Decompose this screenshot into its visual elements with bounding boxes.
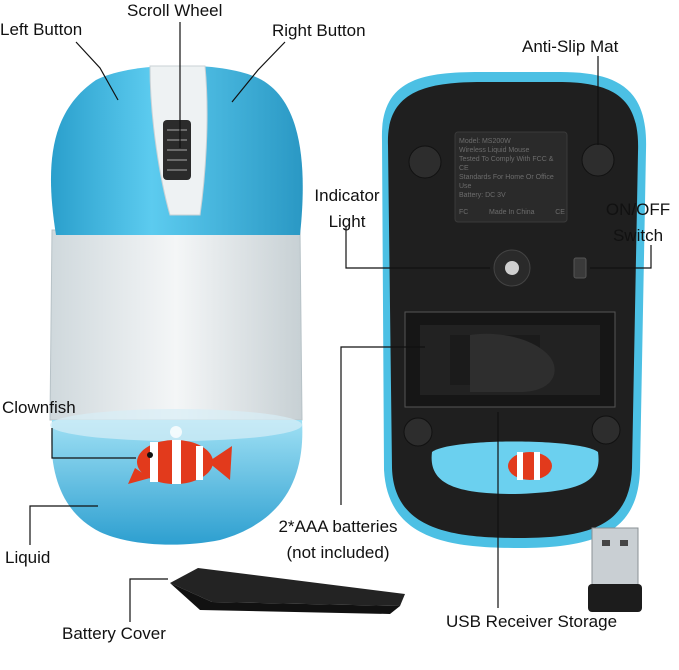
mouse-bottom-view — [381, 72, 647, 548]
label-indicator-light: Indicator Light — [302, 183, 392, 235]
label-onoff-switch: ON/OFF Switch — [597, 197, 679, 249]
label-onoff-line2: Switch — [612, 226, 664, 245]
callout-lines — [29, 22, 652, 622]
label-right-button: Right Button — [272, 21, 366, 40]
label-left-button: Left Button — [0, 20, 83, 39]
battery-cover-graphic — [170, 568, 405, 614]
clownfish-graphic — [128, 426, 232, 484]
ce-mark: CE — [555, 209, 565, 216]
label-batteries: 2*AAA batteries (not included) — [258, 514, 418, 566]
label-indicator-line1: Indicator — [314, 186, 380, 205]
label-clownfish: Clownfish — [2, 398, 76, 417]
sticker-model: Model: MS200W — [459, 138, 511, 145]
mouse-top-view — [49, 65, 303, 545]
sticker-battery: Battery: DC 3V — [459, 192, 506, 199]
sticker-line4: Standards For Home Or Office Use — [459, 174, 554, 190]
label-batteries-line2: (not included) — [286, 543, 390, 562]
label-scroll-wheel: Scroll Wheel — [127, 1, 223, 20]
label-indicator-line2: Light — [328, 212, 366, 231]
sticker-line2: Wireless Liquid Mouse — [459, 147, 530, 154]
label-battery-cover: Battery Cover — [62, 624, 166, 643]
label-liquid: Liquid — [5, 548, 51, 567]
usb-receiver-graphic — [588, 527, 642, 612]
label-onoff-line1: ON/OFF — [605, 200, 671, 219]
sticker-made-in: Made In China — [489, 209, 535, 216]
fcc-mark: FC — [459, 209, 469, 216]
label-anti-slip-mat: Anti-Slip Mat — [522, 37, 619, 56]
label-batteries-line1: 2*AAA batteries — [278, 517, 398, 536]
sticker-line3: Tested To Comply With FCC & CE — [459, 156, 554, 172]
sticker-label: Model: MS200W Wireless Liquid Mouse Test… — [459, 137, 565, 217]
clownfish-window-graphic — [508, 452, 552, 480]
label-usb-receiver-storage: USB Receiver Storage — [446, 612, 618, 631]
